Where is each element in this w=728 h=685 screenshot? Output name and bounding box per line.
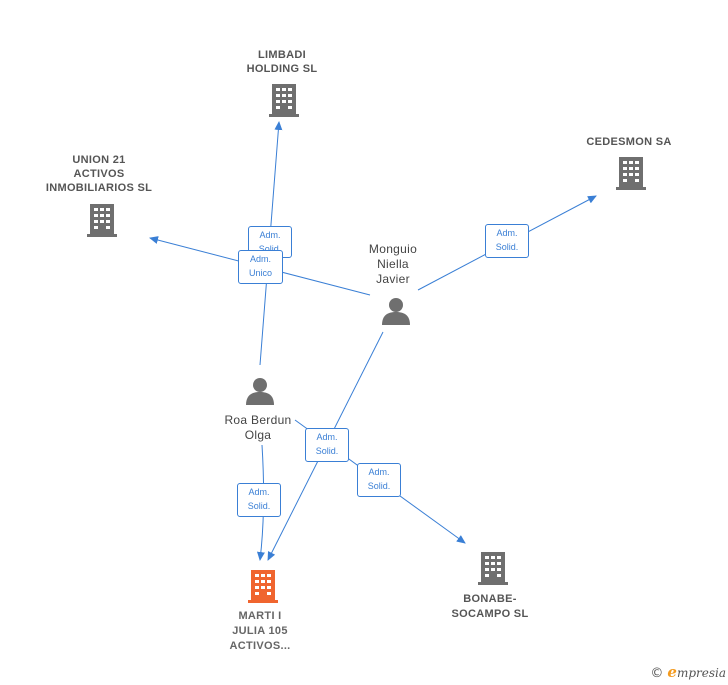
building-icon bbox=[269, 84, 299, 117]
node-label-bonabe[interactable]: BONABE- SOCAMPO SL bbox=[451, 593, 529, 620]
copyright-symbol: © bbox=[650, 666, 664, 681]
person-icon bbox=[246, 378, 274, 405]
building-icon bbox=[478, 552, 508, 585]
edge-label-roa-marti: Adm. Solid. bbox=[237, 483, 281, 517]
edge-label-roa-union21: Adm. Unico bbox=[238, 250, 283, 284]
logo-initial: e bbox=[667, 663, 677, 681]
edge-label-monguio-marti: Adm. Solid. bbox=[305, 428, 349, 462]
node-label-marti[interactable]: MARTI I JULIA 105 ACTIVOS... bbox=[229, 610, 291, 652]
node-label-limbadi[interactable]: LIMBADI HOLDING SL bbox=[246, 49, 318, 75]
node-label-roa[interactable]: Roa Berdun Olga bbox=[224, 413, 292, 442]
logo-text: mpresia bbox=[676, 666, 726, 680]
node-label-cedesmon[interactable]: CEDESMON SA bbox=[586, 136, 672, 148]
empresia-logo: ©empresia bbox=[650, 663, 726, 681]
node-label-union21[interactable]: UNION 21 ACTIVOS INMOBILIARIOS SL bbox=[45, 154, 153, 194]
node-label-monguio[interactable]: Monguio Niella Javier bbox=[368, 242, 418, 286]
edge-label-roa-bonabe: Adm. Solid. bbox=[357, 463, 401, 497]
building-icon bbox=[87, 204, 117, 237]
building-icon-focus bbox=[248, 570, 278, 603]
person-icon bbox=[382, 298, 410, 325]
building-icon bbox=[616, 157, 646, 190]
edge-label-monguio-cedesmon: Adm. Solid. bbox=[485, 224, 529, 258]
